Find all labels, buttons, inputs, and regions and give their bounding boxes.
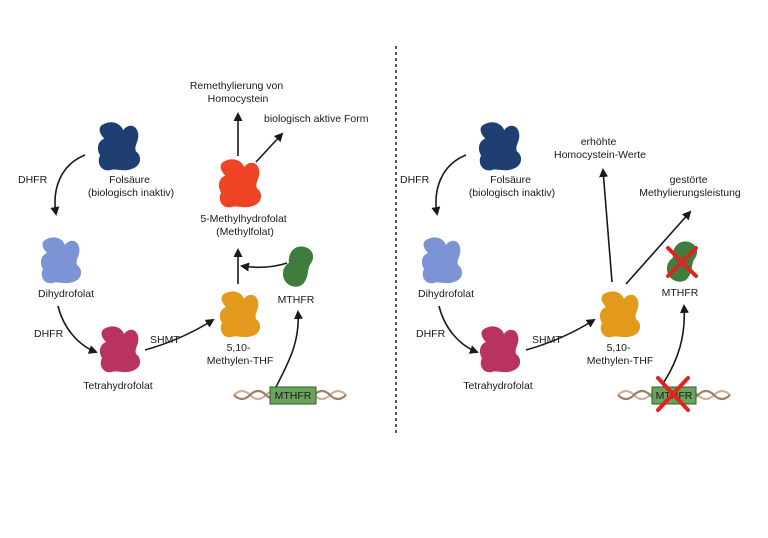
tetrahydrofolate-molecule: [479, 326, 521, 373]
dhfr-bottom-label: DHFR: [34, 328, 64, 340]
mthfr-enzyme: [278, 242, 319, 291]
dhfr-top-label: DHFR: [400, 174, 430, 186]
methylfolate-molecule: [218, 159, 262, 208]
dhfr-bottom-label: DHFR: [416, 328, 446, 340]
mthfr-gene-dna: MTHFR: [233, 386, 347, 405]
methylen-thf-label: 5,10- Methylen-THF: [587, 342, 654, 367]
methylierung-label: gestörte Methylierungsleistung: [639, 174, 741, 199]
dihydrofolate-molecule: [40, 237, 82, 284]
arrow-to-active-form: [255, 132, 284, 163]
mthfr-enzyme-label: MTHFR: [278, 294, 315, 306]
arrow-gene-to-enzyme: [663, 304, 689, 383]
arrow-to-methylation: [625, 210, 692, 285]
left-panel: Folsäure (biologisch inaktiv) DHFR Dihyd…: [18, 80, 369, 405]
methylfolat-label: 5-Methylhydrofolat (Methylfolat): [200, 213, 289, 238]
arrow-dihydro-to-tetra: [438, 305, 479, 354]
arrow-folic-to-dihydro: [50, 154, 86, 216]
homocystein-label: erhöhte Homocystein-Werte: [554, 136, 646, 161]
gene-cross-icon: [656, 376, 690, 412]
mthfr-enzyme-label: MTHFR: [662, 287, 699, 299]
arrow-dihydro-to-tetra: [57, 305, 98, 354]
arrow-to-homocysteine: [599, 168, 613, 283]
tetrahydrofolat-label: Tetrahydrofolat: [83, 380, 153, 392]
shmt-label: SHMT: [150, 334, 180, 346]
arrow-folic-to-dihydro: [431, 154, 467, 216]
folsaeure-label: Folsäure (biologisch inaktiv): [469, 174, 555, 199]
folsaeure-label: Folsäure (biologisch inaktiv): [88, 174, 174, 199]
arrow-tetra-to-methylene: [144, 318, 215, 351]
aktive-form-label: biologisch aktive Form: [264, 113, 369, 125]
arrow-mthfr-to-pathway: [240, 262, 288, 272]
folic-acid-molecule: [97, 122, 141, 171]
arrow-gene-to-enzyme: [275, 310, 303, 388]
remethylierung-label: Remethylierung von Homocystein: [190, 80, 286, 105]
mthfr-gene-dna: MTHFR: [617, 376, 731, 412]
dihydrofolat-label: Dihydrofolat: [38, 288, 94, 300]
methylene-thf-molecule: [219, 291, 261, 338]
folic-acid-molecule: [478, 122, 522, 171]
dihydrofolate-molecule: [421, 237, 463, 284]
mthfr-gene-label: MTHFR: [275, 390, 312, 402]
tetrahydrofolat-label: Tetrahydrofolat: [463, 380, 533, 392]
enzyme-cross-icon: [666, 246, 698, 278]
methylene-thf-molecule: [599, 291, 641, 338]
right-panel: Folsäure (biologisch inaktiv) DHFR Dihyd…: [400, 122, 741, 412]
tetrahydrofolate-molecule: [99, 326, 141, 373]
dhfr-top-label: DHFR: [18, 174, 48, 186]
dihydrofolat-label: Dihydrofolat: [418, 288, 474, 300]
arrow-tetra-to-methylene: [525, 318, 596, 351]
methylen-thf-label: 5,10- Methylen-THF: [207, 342, 274, 367]
shmt-label: SHMT: [532, 334, 562, 346]
